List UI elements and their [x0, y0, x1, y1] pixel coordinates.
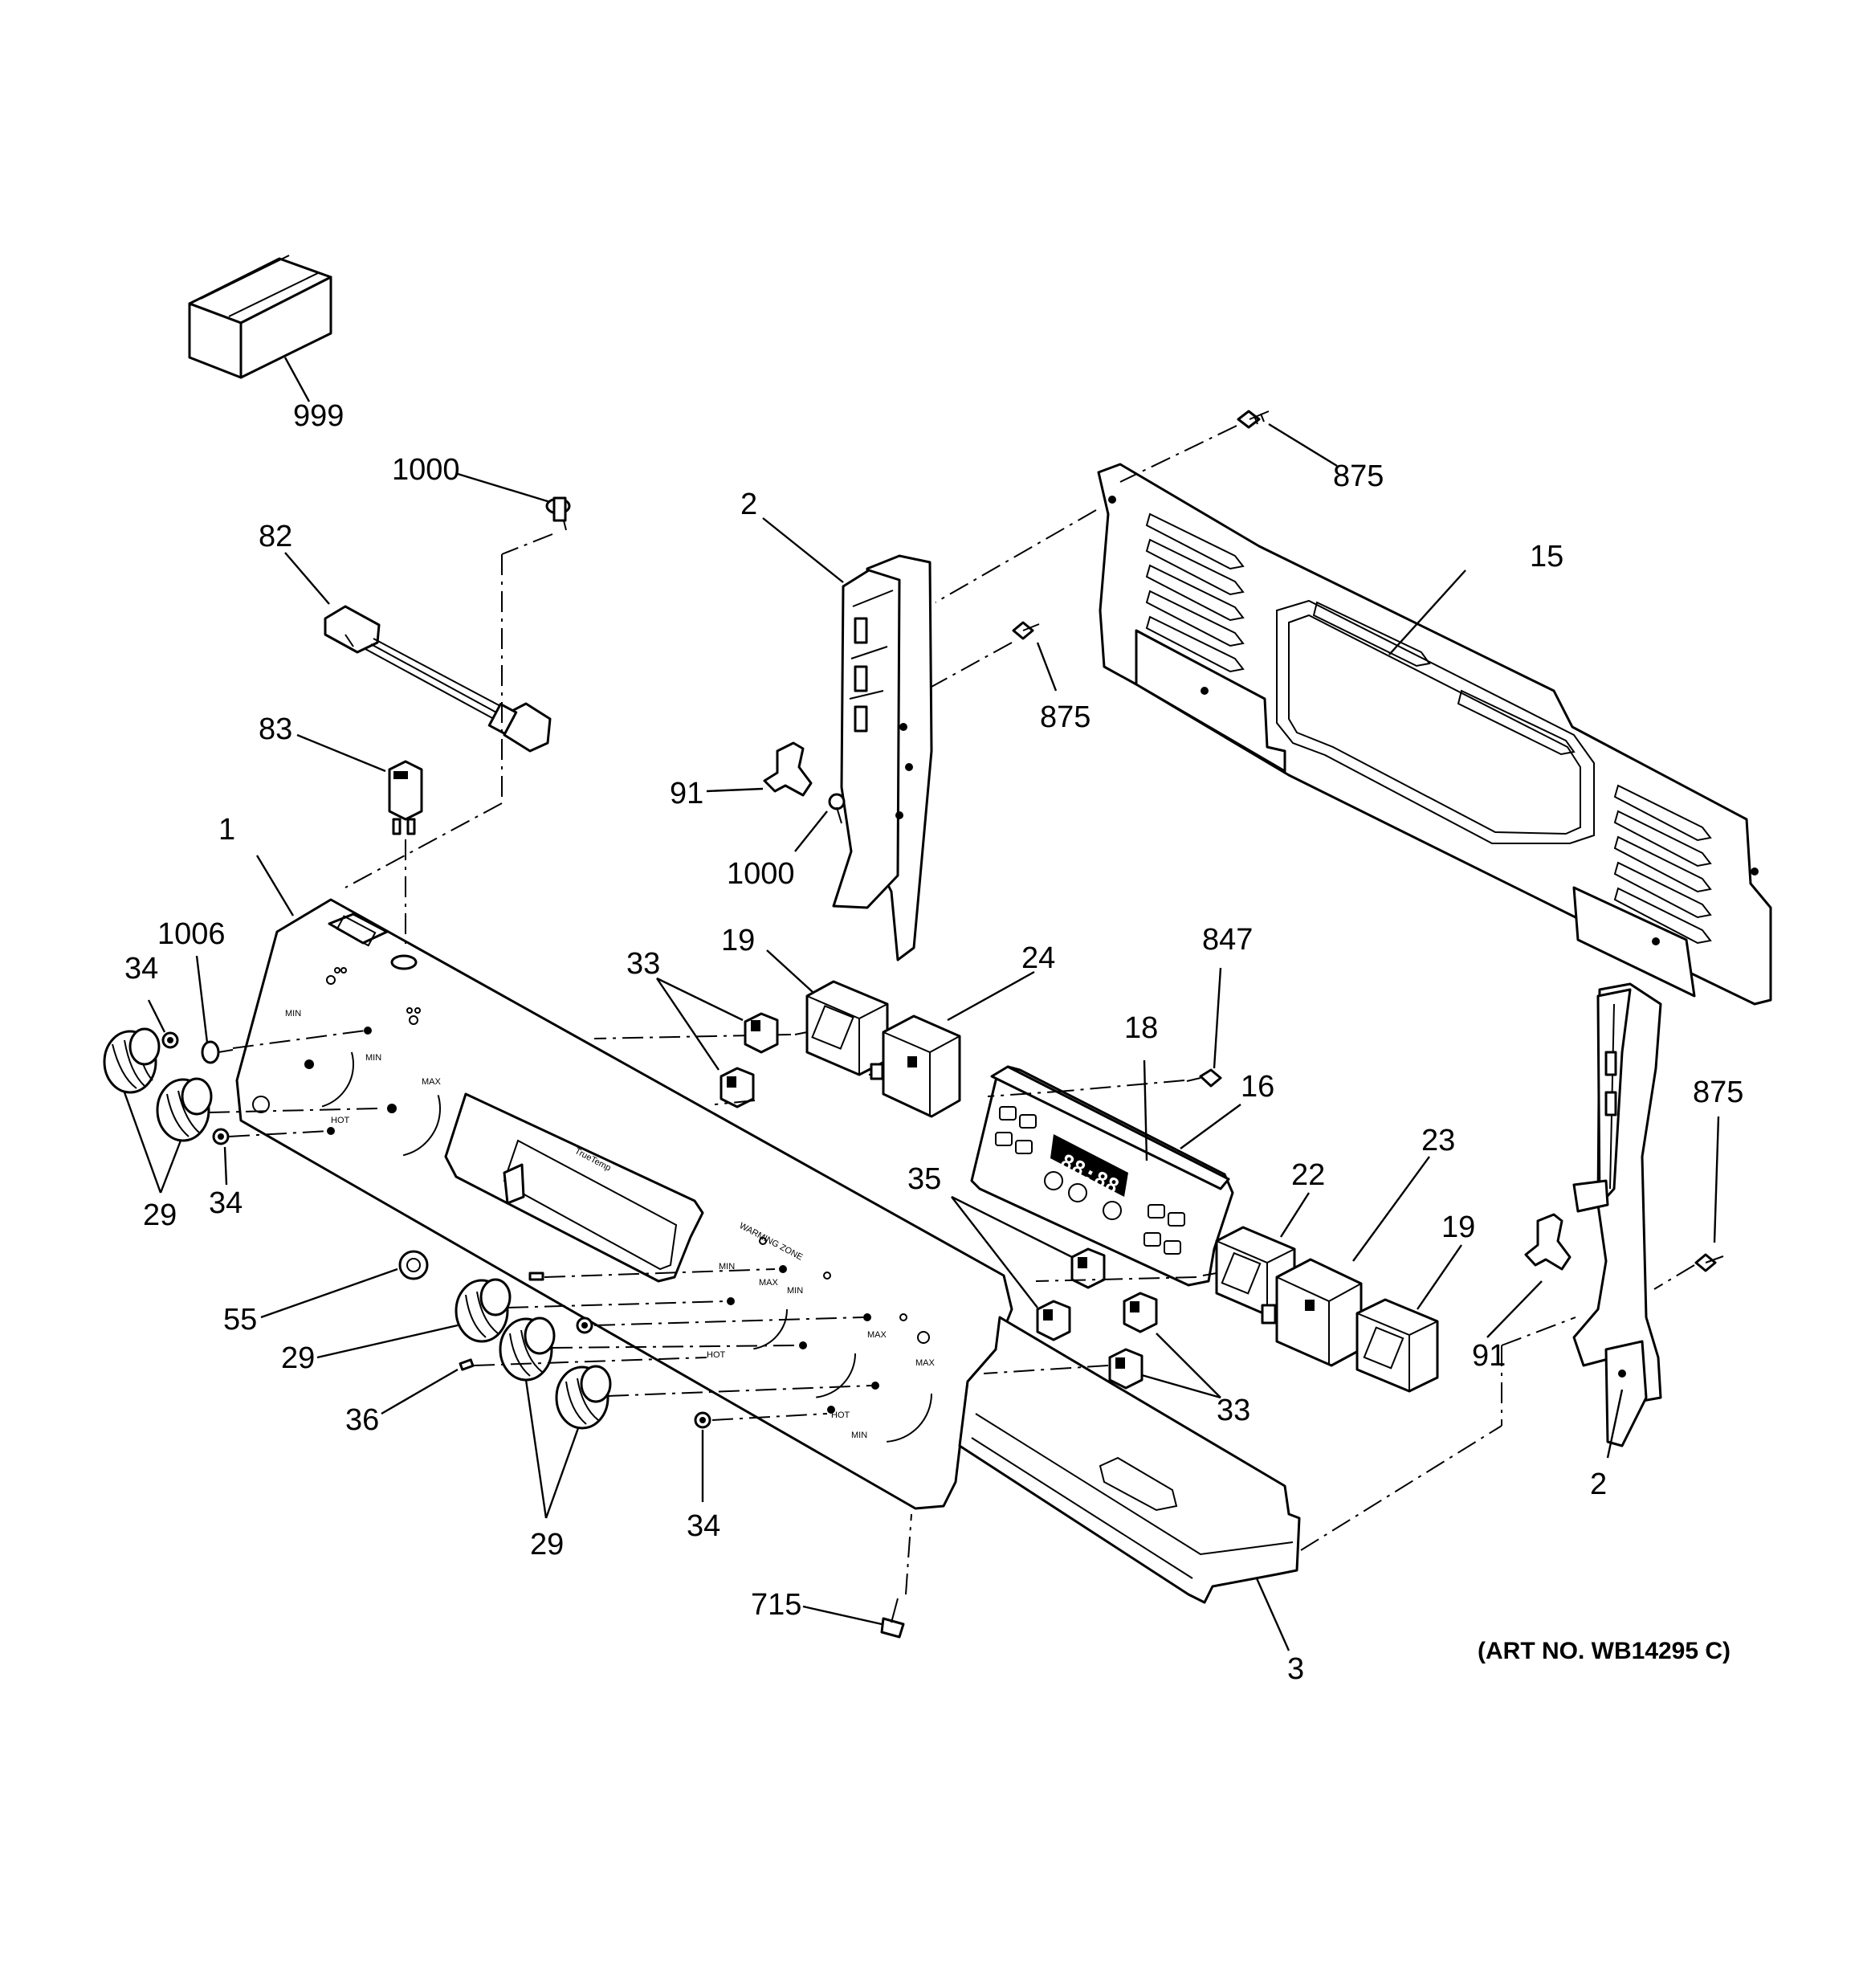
part-29-knob-3 [455, 1278, 512, 1343]
part-1000-screw-top [545, 496, 571, 531]
part-34-clip-3 [576, 1316, 593, 1334]
part-36-pin [459, 1358, 475, 1371]
part-91-clip-left [763, 741, 813, 797]
label-29-mid: 29 [281, 1341, 315, 1375]
label-34-bottom: 34 [687, 1509, 720, 1543]
label-999: 999 [293, 399, 344, 433]
dial1-min: MIN [285, 1009, 301, 1018]
label-55: 55 [223, 1303, 257, 1337]
label-875-right: 875 [1693, 1076, 1743, 1109]
part-29-knob-1 [103, 1027, 161, 1094]
label-15: 15 [1530, 540, 1563, 574]
label-83: 83 [259, 712, 292, 746]
warming-zone-pin [528, 1272, 544, 1281]
label-16: 16 [1241, 1070, 1274, 1104]
part-875-screw-right [1694, 1253, 1724, 1272]
part-19-switch-lower [1355, 1298, 1439, 1393]
part-33-rocker-lower-2 [1108, 1348, 1143, 1390]
part-29-knob-4 [499, 1316, 556, 1382]
dial4-max: MAX [867, 1330, 887, 1340]
label-1000-top: 1000 [392, 453, 460, 487]
label-875-mid: 875 [1040, 700, 1090, 734]
label-23: 23 [1421, 1124, 1455, 1157]
part-3-trim [958, 1316, 1301, 1604]
label-36: 36 [345, 1403, 379, 1437]
label-715: 715 [751, 1588, 801, 1622]
label-19-top: 19 [721, 924, 755, 957]
label-19-right: 19 [1441, 1210, 1475, 1244]
part-15-backguard-panel [1097, 463, 1772, 1006]
part-2-side-bracket-left [832, 554, 933, 961]
part-2-side-bracket-right [1572, 982, 1662, 1447]
hot-label-2: HOT [707, 1350, 726, 1360]
label-29-left: 29 [143, 1198, 177, 1232]
part-33-rocker-lower-1 [1123, 1292, 1158, 1333]
part-1000-screw-bracket [828, 793, 846, 824]
label-2-right: 2 [1590, 1468, 1607, 1501]
part-34-clip-1 [161, 1031, 179, 1049]
label-1: 1 [218, 813, 235, 847]
part-875-screw-mid [1012, 621, 1040, 640]
part-55-button [398, 1250, 429, 1280]
dial4-min: MIN [787, 1286, 803, 1296]
part-82-wire-harness [324, 605, 552, 753]
dial3-max: MAX [759, 1278, 779, 1288]
label-1000-bracket: 1000 [727, 857, 795, 891]
label-82: 82 [259, 520, 292, 553]
part-16-clock-control: 88:88 [970, 1065, 1234, 1287]
label-875-top: 875 [1333, 459, 1384, 493]
dial5-max: MAX [915, 1358, 936, 1368]
part-875-screw-top [1237, 410, 1270, 429]
label-3: 3 [1287, 1652, 1304, 1686]
label-91-left: 91 [670, 777, 703, 810]
dial2-min: MIN [365, 1053, 381, 1063]
label-22: 22 [1291, 1158, 1325, 1192]
hot-label-1: HOT [331, 1116, 350, 1125]
label-24: 24 [1021, 941, 1055, 975]
part-83-indicator-light [388, 760, 423, 835]
part-19-switch-upper [794, 980, 889, 1076]
part-35-rocker-1 [1070, 1247, 1106, 1289]
part-35-rocker-2 [1036, 1300, 1071, 1341]
part-34-clip-4 [694, 1411, 711, 1429]
dial2-max: MAX [422, 1077, 442, 1087]
part-34-clip-2 [212, 1128, 230, 1145]
part-91-clip-right [1524, 1213, 1572, 1271]
label-34-mid: 34 [209, 1186, 243, 1220]
label-34-top: 34 [124, 952, 158, 986]
part-999-box [188, 255, 332, 379]
dial3-min: MIN [719, 1262, 735, 1272]
part-33-rocker-upper-1 [744, 1012, 779, 1054]
dial5-min: MIN [851, 1431, 867, 1440]
part-33-rocker-upper-2 [720, 1067, 755, 1108]
label-35: 35 [907, 1162, 941, 1196]
hot-label-3: HOT [831, 1410, 850, 1420]
label-1006: 1006 [157, 917, 226, 951]
part-847-screw [1186, 1068, 1222, 1088]
label-847: 847 [1202, 923, 1253, 957]
label-18: 18 [1124, 1011, 1158, 1045]
part-29-knob-2 [156, 1077, 213, 1142]
art-number: (ART NO. WB14295 C) [1478, 1638, 1731, 1664]
part-1006-screw [201, 1040, 234, 1064]
label-29-bottom: 29 [530, 1528, 564, 1561]
part-24-switch-upper [868, 1014, 961, 1118]
part-715-screw [880, 1598, 905, 1639]
part-1-control-panel: TrueTemp MIN MIN MAX HOT MIN MAX MIN MAX… [235, 898, 1013, 1510]
label-91-right: 91 [1472, 1339, 1506, 1373]
label-33-bottom: 33 [1217, 1394, 1250, 1427]
label-33-top: 33 [626, 947, 660, 981]
label-2-left: 2 [740, 488, 757, 521]
part-29-knob-5 [555, 1365, 612, 1430]
